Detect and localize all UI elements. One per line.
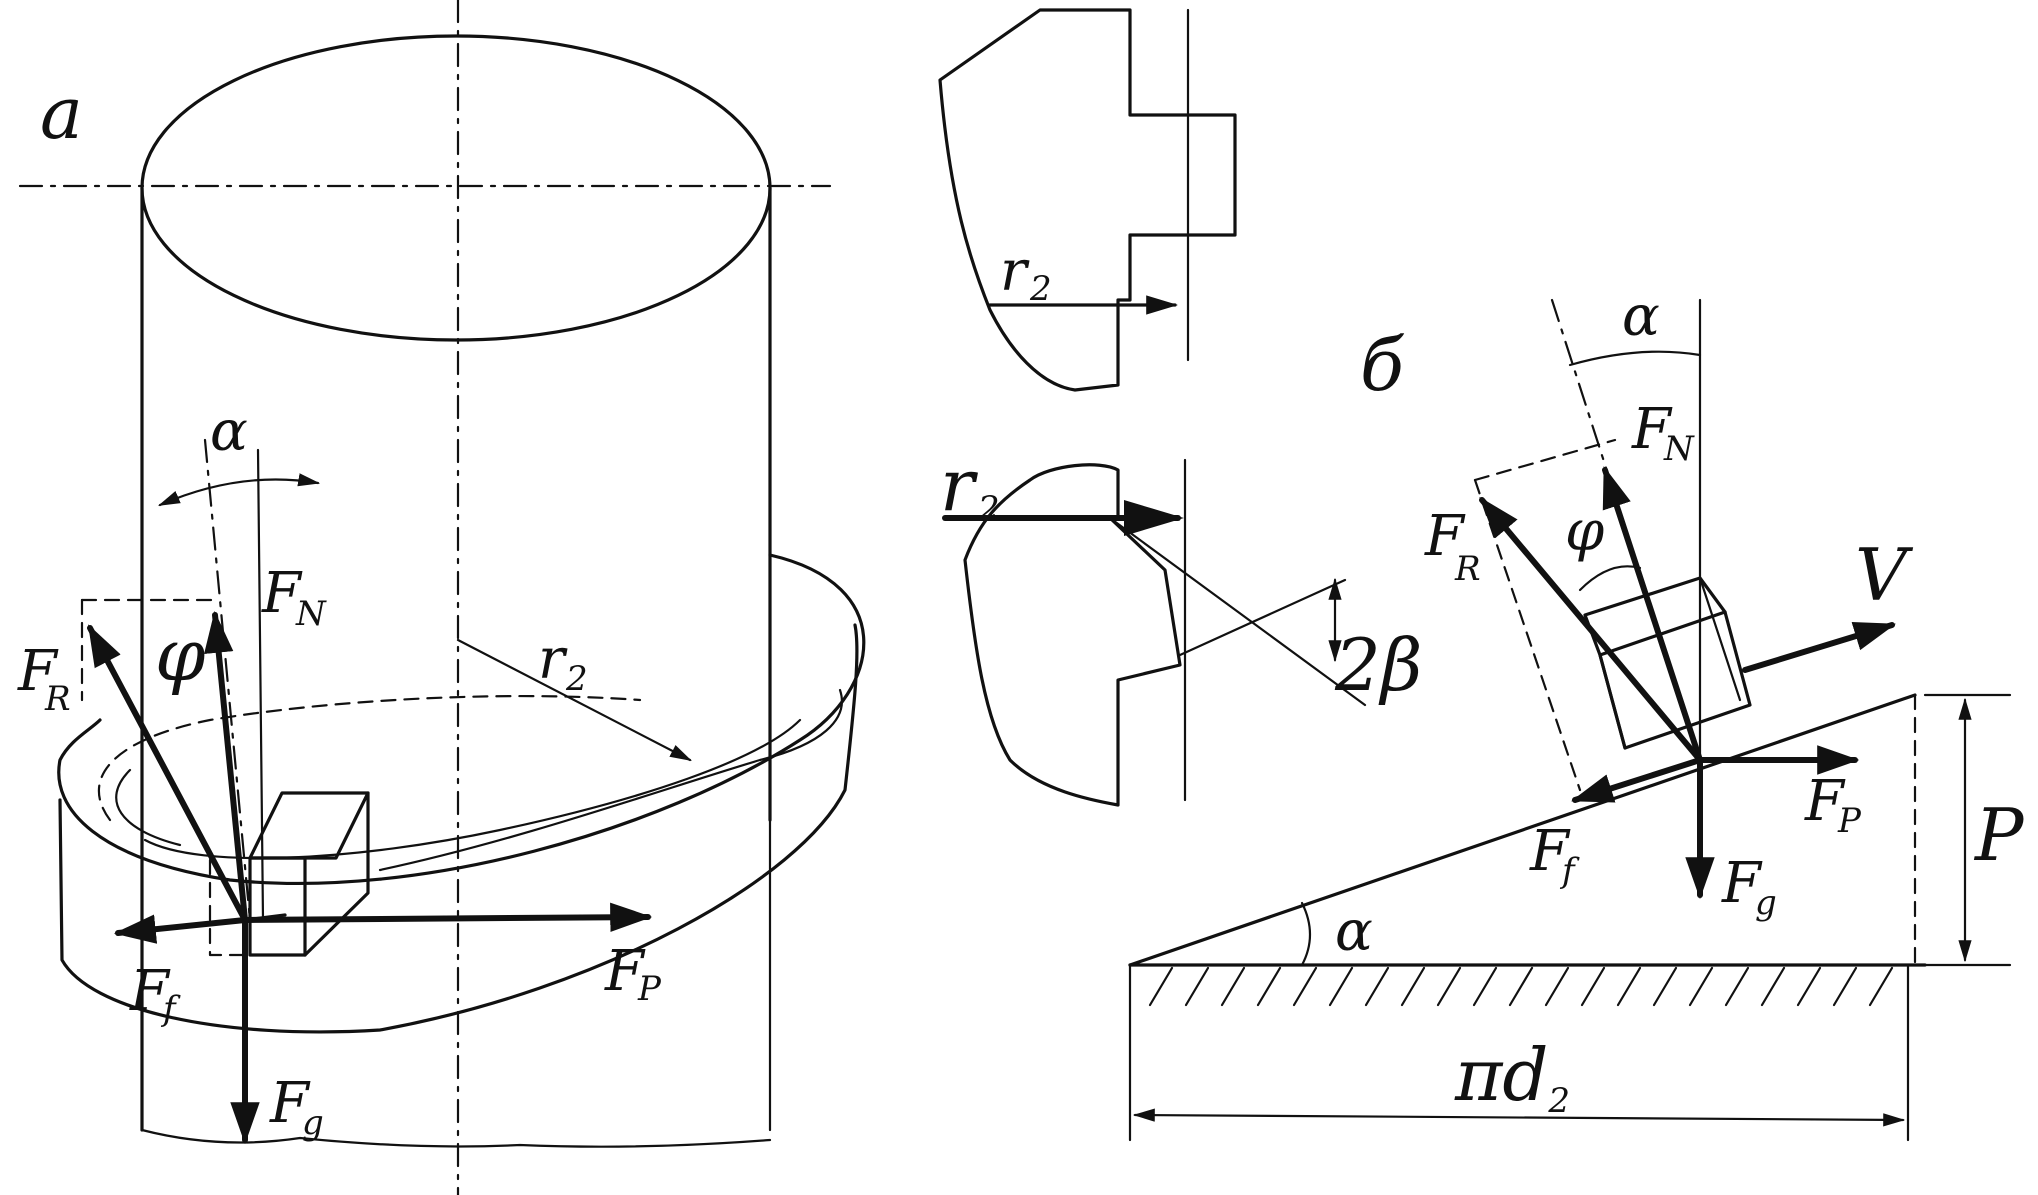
fr-label-b: F <box>1424 504 1466 569</box>
fg-sub-b: g <box>1755 883 1777 923</box>
alpha-arc-top <box>1568 350 1702 367</box>
circumference-dimension <box>1132 1108 1906 1127</box>
thread-angle-label: 2β <box>1334 623 1422 707</box>
fr-sub-a: R <box>44 679 71 719</box>
ground-hatch-line <box>1544 966 1570 1007</box>
incline-hypotenuse <box>1128 693 1917 967</box>
view-b-incline: α φ F N F R F f F P F g V P α πd2 <box>1128 284 2025 1142</box>
ff-label-b: F <box>1529 819 1571 884</box>
ground-hatch-line <box>1724 966 1750 1007</box>
force-fr-a <box>87 624 248 923</box>
fn-sub-b: N <box>1663 429 1695 469</box>
circumference-sub: 2 <box>1547 1081 1570 1121</box>
fn-label-a: F <box>261 561 303 626</box>
fp-sub-b: P <box>1837 801 1862 841</box>
r2-sub-top: 2 <box>1029 269 1052 309</box>
ground-hatch-line <box>1436 966 1462 1007</box>
circumference-d: d <box>1502 1033 1548 1117</box>
velocity-label: V <box>1855 533 1914 617</box>
r2-sub-bottom: 2 <box>977 489 1000 529</box>
ground-hatch-line <box>1184 966 1210 1007</box>
tri-thread-section <box>963 463 1182 807</box>
alpha-label-a: α <box>210 399 248 464</box>
view-b-sections: r 2 r 2 2β б <box>938 8 1422 807</box>
ff-sub-b: f <box>1559 851 1580 891</box>
panel-label-a: a <box>40 71 83 155</box>
phi-label-b: φ <box>1565 499 1604 564</box>
pitch-label: P <box>1973 793 2025 877</box>
fp-label-a: F <box>604 939 646 1004</box>
circumference-pi: π <box>1454 1033 1504 1117</box>
ground-hatch-line <box>1652 966 1678 1007</box>
slider-block <box>208 791 370 957</box>
fr-label-a: F <box>17 639 59 704</box>
labels-a: a α φ F N F R F f F P F g r 2 <box>17 71 662 1143</box>
incline-angle-arc <box>1300 901 1312 967</box>
ground-hatch-line <box>1760 966 1786 1007</box>
fp-label-b: F <box>1804 769 1846 834</box>
ground-hatch <box>1148 966 1894 1007</box>
ground-hatch-line <box>1220 966 1246 1007</box>
radius-arrow-a <box>456 638 692 762</box>
ground-hatch-line <box>1616 966 1642 1007</box>
r2-label-a: r <box>538 627 568 692</box>
panel-label-b: б <box>1360 323 1405 407</box>
force-ff-a <box>113 914 248 944</box>
r2-label-bottom: r <box>940 443 978 527</box>
ground-hatch-line <box>1868 966 1894 1007</box>
force-fr-b <box>1479 496 1703 763</box>
ground-hatch-line <box>1256 966 1282 1007</box>
rect-thread-section <box>938 8 1237 392</box>
force-fp-a <box>242 902 653 932</box>
angle-alpha-arc-a <box>157 473 321 507</box>
fn-label-b: F <box>1631 397 1673 462</box>
velocity-arrow <box>1742 622 1897 673</box>
circumference-label: πd2 <box>1454 1033 1570 1121</box>
screw-cylinder <box>140 34 772 1148</box>
ground-hatch-line <box>1148 966 1174 1007</box>
ground-hatch-line <box>1364 966 1390 1007</box>
phi-arc-b <box>1578 565 1642 592</box>
fr-sub-b: R <box>1454 549 1481 589</box>
ground-hatch-line <box>1328 966 1354 1007</box>
thread-collar <box>57 553 866 1034</box>
ground-hatch-line <box>1688 966 1714 1007</box>
ground-hatch-line <box>1292 966 1318 1007</box>
r2-sub-a: 2 <box>565 659 588 699</box>
fg-label-b: F <box>1721 851 1763 916</box>
ground-hatch-line <box>1400 966 1426 1007</box>
phi-label-a: φ <box>155 613 206 697</box>
alpha-label-incline: α <box>1335 899 1373 964</box>
fg-sub-a: g <box>302 1103 324 1143</box>
view-a: a α φ F N F R F f F P F g r 2 <box>17 0 866 1195</box>
r2-label-top: r <box>1000 239 1030 304</box>
forces-a <box>80 438 653 1145</box>
ground-hatch-line <box>1832 966 1858 1007</box>
ground-hatch-line <box>1508 966 1534 1007</box>
ff-sub-a: f <box>160 989 181 1029</box>
force-fn-a <box>204 610 248 923</box>
fp-sub-a: P <box>637 969 662 1009</box>
alpha-label-top: α <box>1622 284 1660 349</box>
ground-hatch-line <box>1580 966 1606 1007</box>
force-fn-b <box>1602 466 1703 763</box>
force-ff-b <box>1570 757 1703 803</box>
ground-hatch-line <box>1472 966 1498 1007</box>
fn-sub-a: N <box>295 594 327 634</box>
ff-label-a: F <box>129 959 171 1024</box>
ground-hatch-line <box>1796 966 1822 1007</box>
fg-label-a: F <box>269 1071 311 1136</box>
